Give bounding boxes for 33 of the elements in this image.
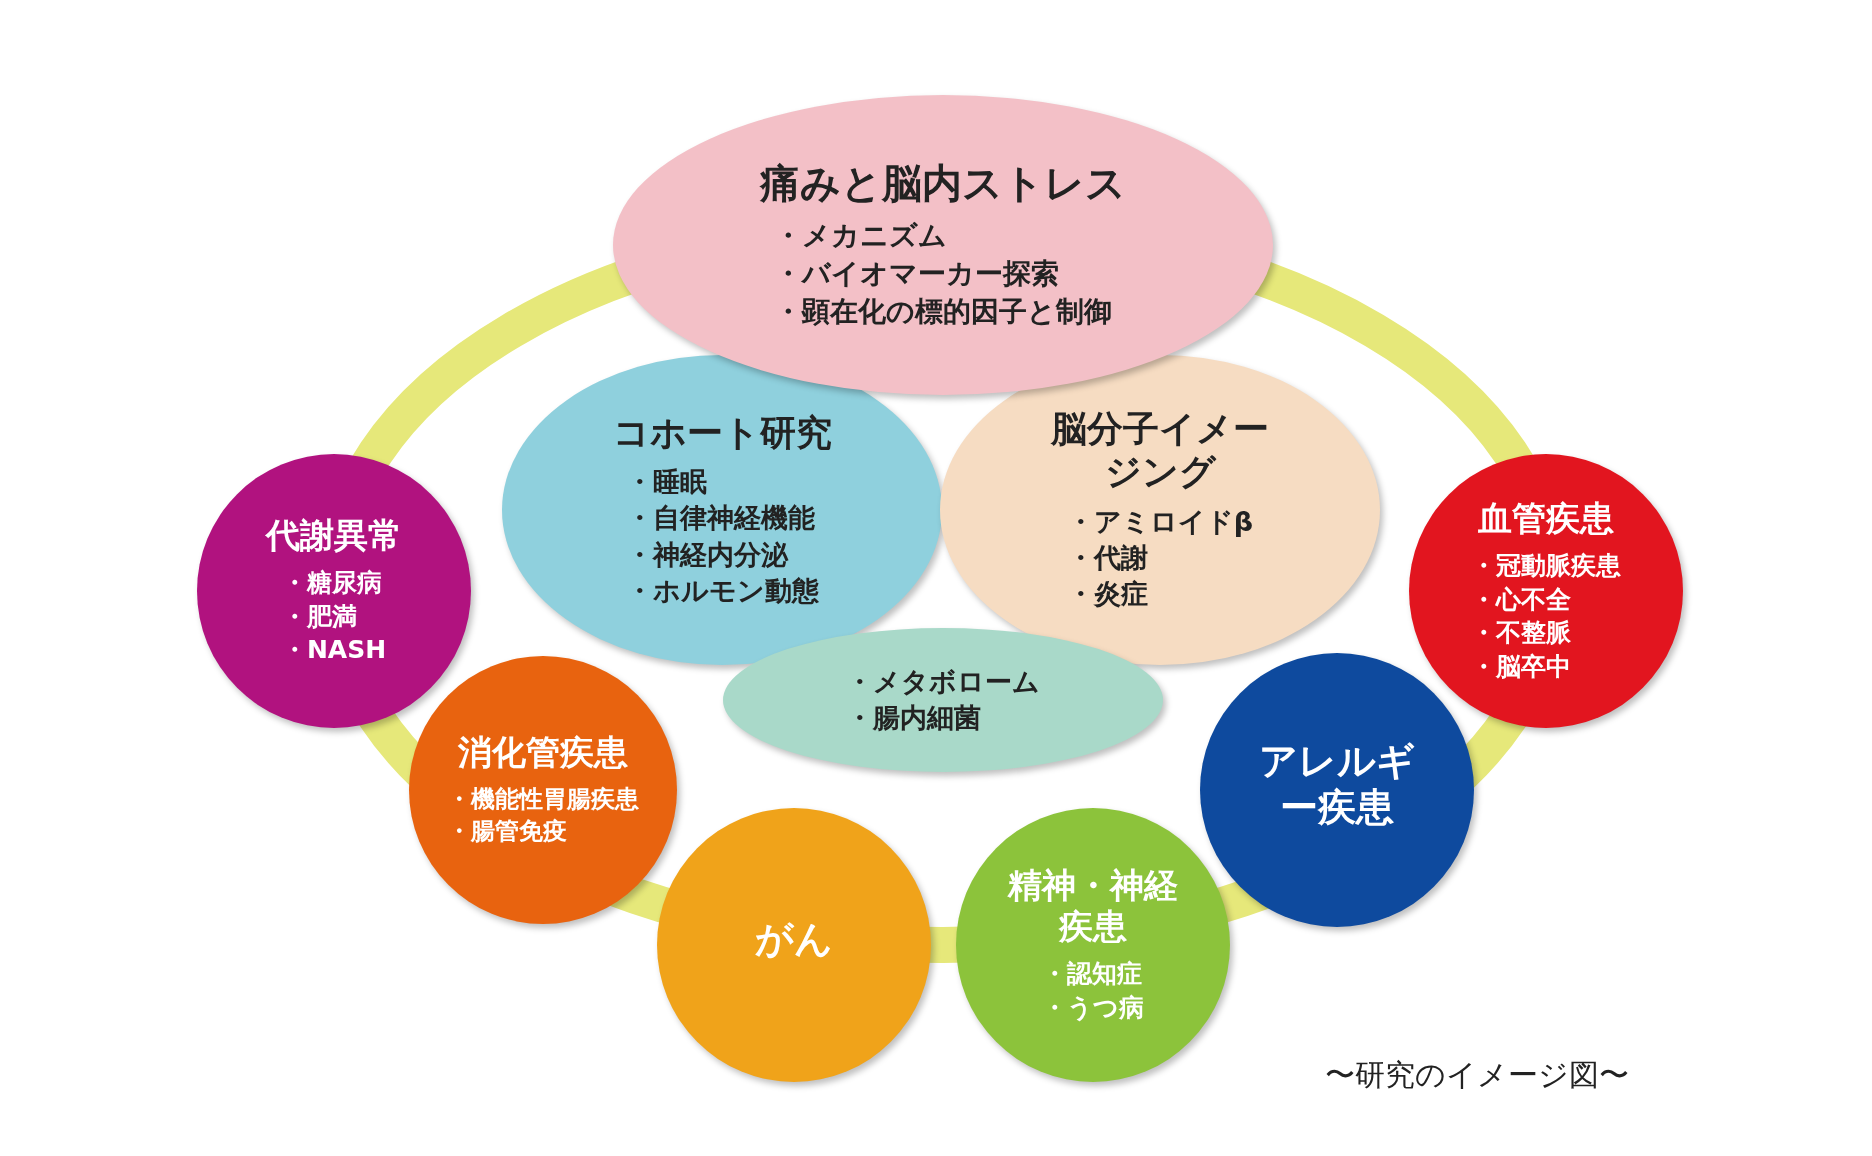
- heading: 血管疾患: [1478, 498, 1614, 539]
- list-item: ・うつ病: [1042, 991, 1144, 1024]
- list-item: ・ホルモン動態: [625, 574, 819, 609]
- list-item: ・腸管免疫: [447, 816, 567, 848]
- list-item: ・機能性胃腸疾患: [447, 784, 639, 815]
- list-item: ・自律神経機能: [625, 501, 815, 536]
- list-item: ・認知症: [1042, 958, 1142, 991]
- list-item: ・炎症: [1066, 577, 1148, 612]
- list-item: ・肥満: [281, 600, 357, 633]
- list-item: ・顕在化の標的因子と制御: [774, 293, 1112, 330]
- heading: アレルギー疾患: [1258, 739, 1416, 831]
- list-item: ・神経内分泌: [625, 537, 788, 572]
- list-item: ・脳卒中: [1471, 651, 1571, 684]
- list-item: ・睡眠: [625, 464, 707, 499]
- heading: 代謝異常: [266, 514, 402, 556]
- list-item: ・代謝: [1066, 540, 1148, 575]
- list-item: ・NASH: [281, 634, 387, 667]
- list-item: ・メタボローム: [846, 664, 1040, 699]
- list-item: ・バイオマーカー探索: [774, 256, 1059, 293]
- heading: コホート研究: [612, 410, 832, 454]
- heading: 痛みと脳内ストレス: [760, 159, 1126, 208]
- caption: 〜研究のイメージ図〜: [1325, 1056, 1629, 1094]
- list-item: ・冠動脈疾患: [1471, 549, 1621, 582]
- list-item: ・アミロイドβ: [1066, 504, 1254, 539]
- heading: がん: [755, 917, 833, 963]
- list-item: ・腸内細菌: [846, 701, 981, 735]
- list-item: ・メカニズム: [774, 218, 947, 255]
- heading: 脳分子イメージング: [1049, 407, 1270, 494]
- list-item: ・糖尿病: [281, 566, 382, 599]
- list-item: ・不整脈: [1471, 617, 1571, 650]
- heading: 精神・神経疾患: [1008, 865, 1178, 948]
- heading: 消化管疾患: [458, 732, 628, 773]
- list-item: ・心不全: [1471, 583, 1571, 616]
